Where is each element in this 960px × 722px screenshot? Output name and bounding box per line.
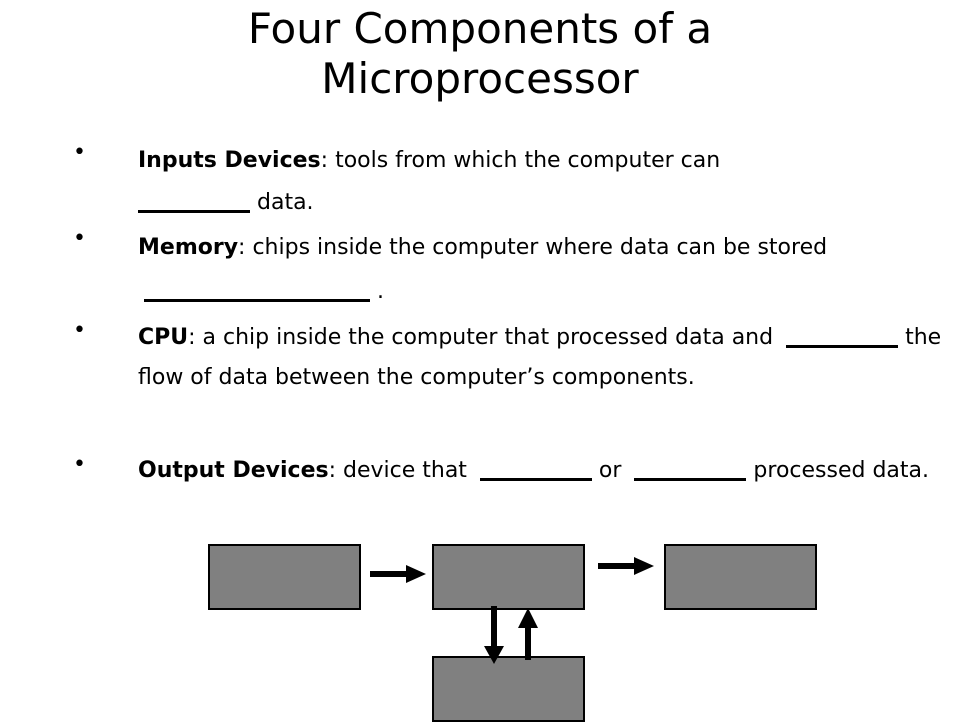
definition-text-end: data. [250,190,314,215]
arrow-up-memory-to-cpu [518,608,538,660]
definition-text: a chip inside the computer that processe… [202,325,774,350]
diagram-arrows [370,557,654,664]
arrow-right-cpu-to-output [598,557,654,575]
term-memory: Memory [138,235,239,260]
arrow-down-cpu-to-memory [484,606,504,664]
term-separator: : [320,148,336,173]
definition-text: chips inside the computer where data can… [252,235,828,260]
input-block [208,544,361,610]
term-separator: : [188,325,203,350]
slide-title: Four Components of a Microprocessor [0,4,960,104]
memory-block [432,656,585,722]
fill-in-blank-2 [634,456,747,481]
arrow-right-input-to-cpu [370,565,426,583]
bullet-list: • Inputs Devices: tools from which the c… [73,140,953,490]
title-line-2: Microprocessor [321,54,639,103]
bullet-text: Output Devices: device that or processed… [138,452,953,490]
cpu-block [432,544,585,610]
definition-text-end: . [370,279,384,304]
bullet-text: Inputs Devices: tools from which the com… [138,140,953,224]
fill-in-blank-1 [479,456,592,481]
bullet-marker: • [73,452,86,477]
bullet-marker: • [73,140,86,165]
definition-text: device that [343,458,467,483]
fill-in-blank [144,277,370,302]
fill-in-blank [786,323,899,348]
term-separator: : [238,235,253,260]
fill-in-blank [138,188,250,213]
definition-text-end: processed data. [746,458,930,483]
definition-text-middle: or [591,458,622,483]
definition-text: tools from which the computer can [335,148,721,173]
bullet-marker: • [73,226,86,251]
bullet-marker: • [73,318,86,343]
output-block [664,544,817,610]
term-separator: : [328,458,343,483]
definition-text-end: the flow of data between the computer’s … [138,325,942,390]
component-diagram [0,540,960,722]
term-cpu: CPU [138,325,189,350]
bullet-text: Memory: chips inside the computer where … [138,226,953,314]
term-output-devices: Output Devices [138,458,329,483]
bullet-text: CPU: a chip inside the computer that pro… [138,318,953,398]
title-line-1: Four Components of a [247,4,713,53]
term-input-devices: Inputs Devices [138,148,321,173]
